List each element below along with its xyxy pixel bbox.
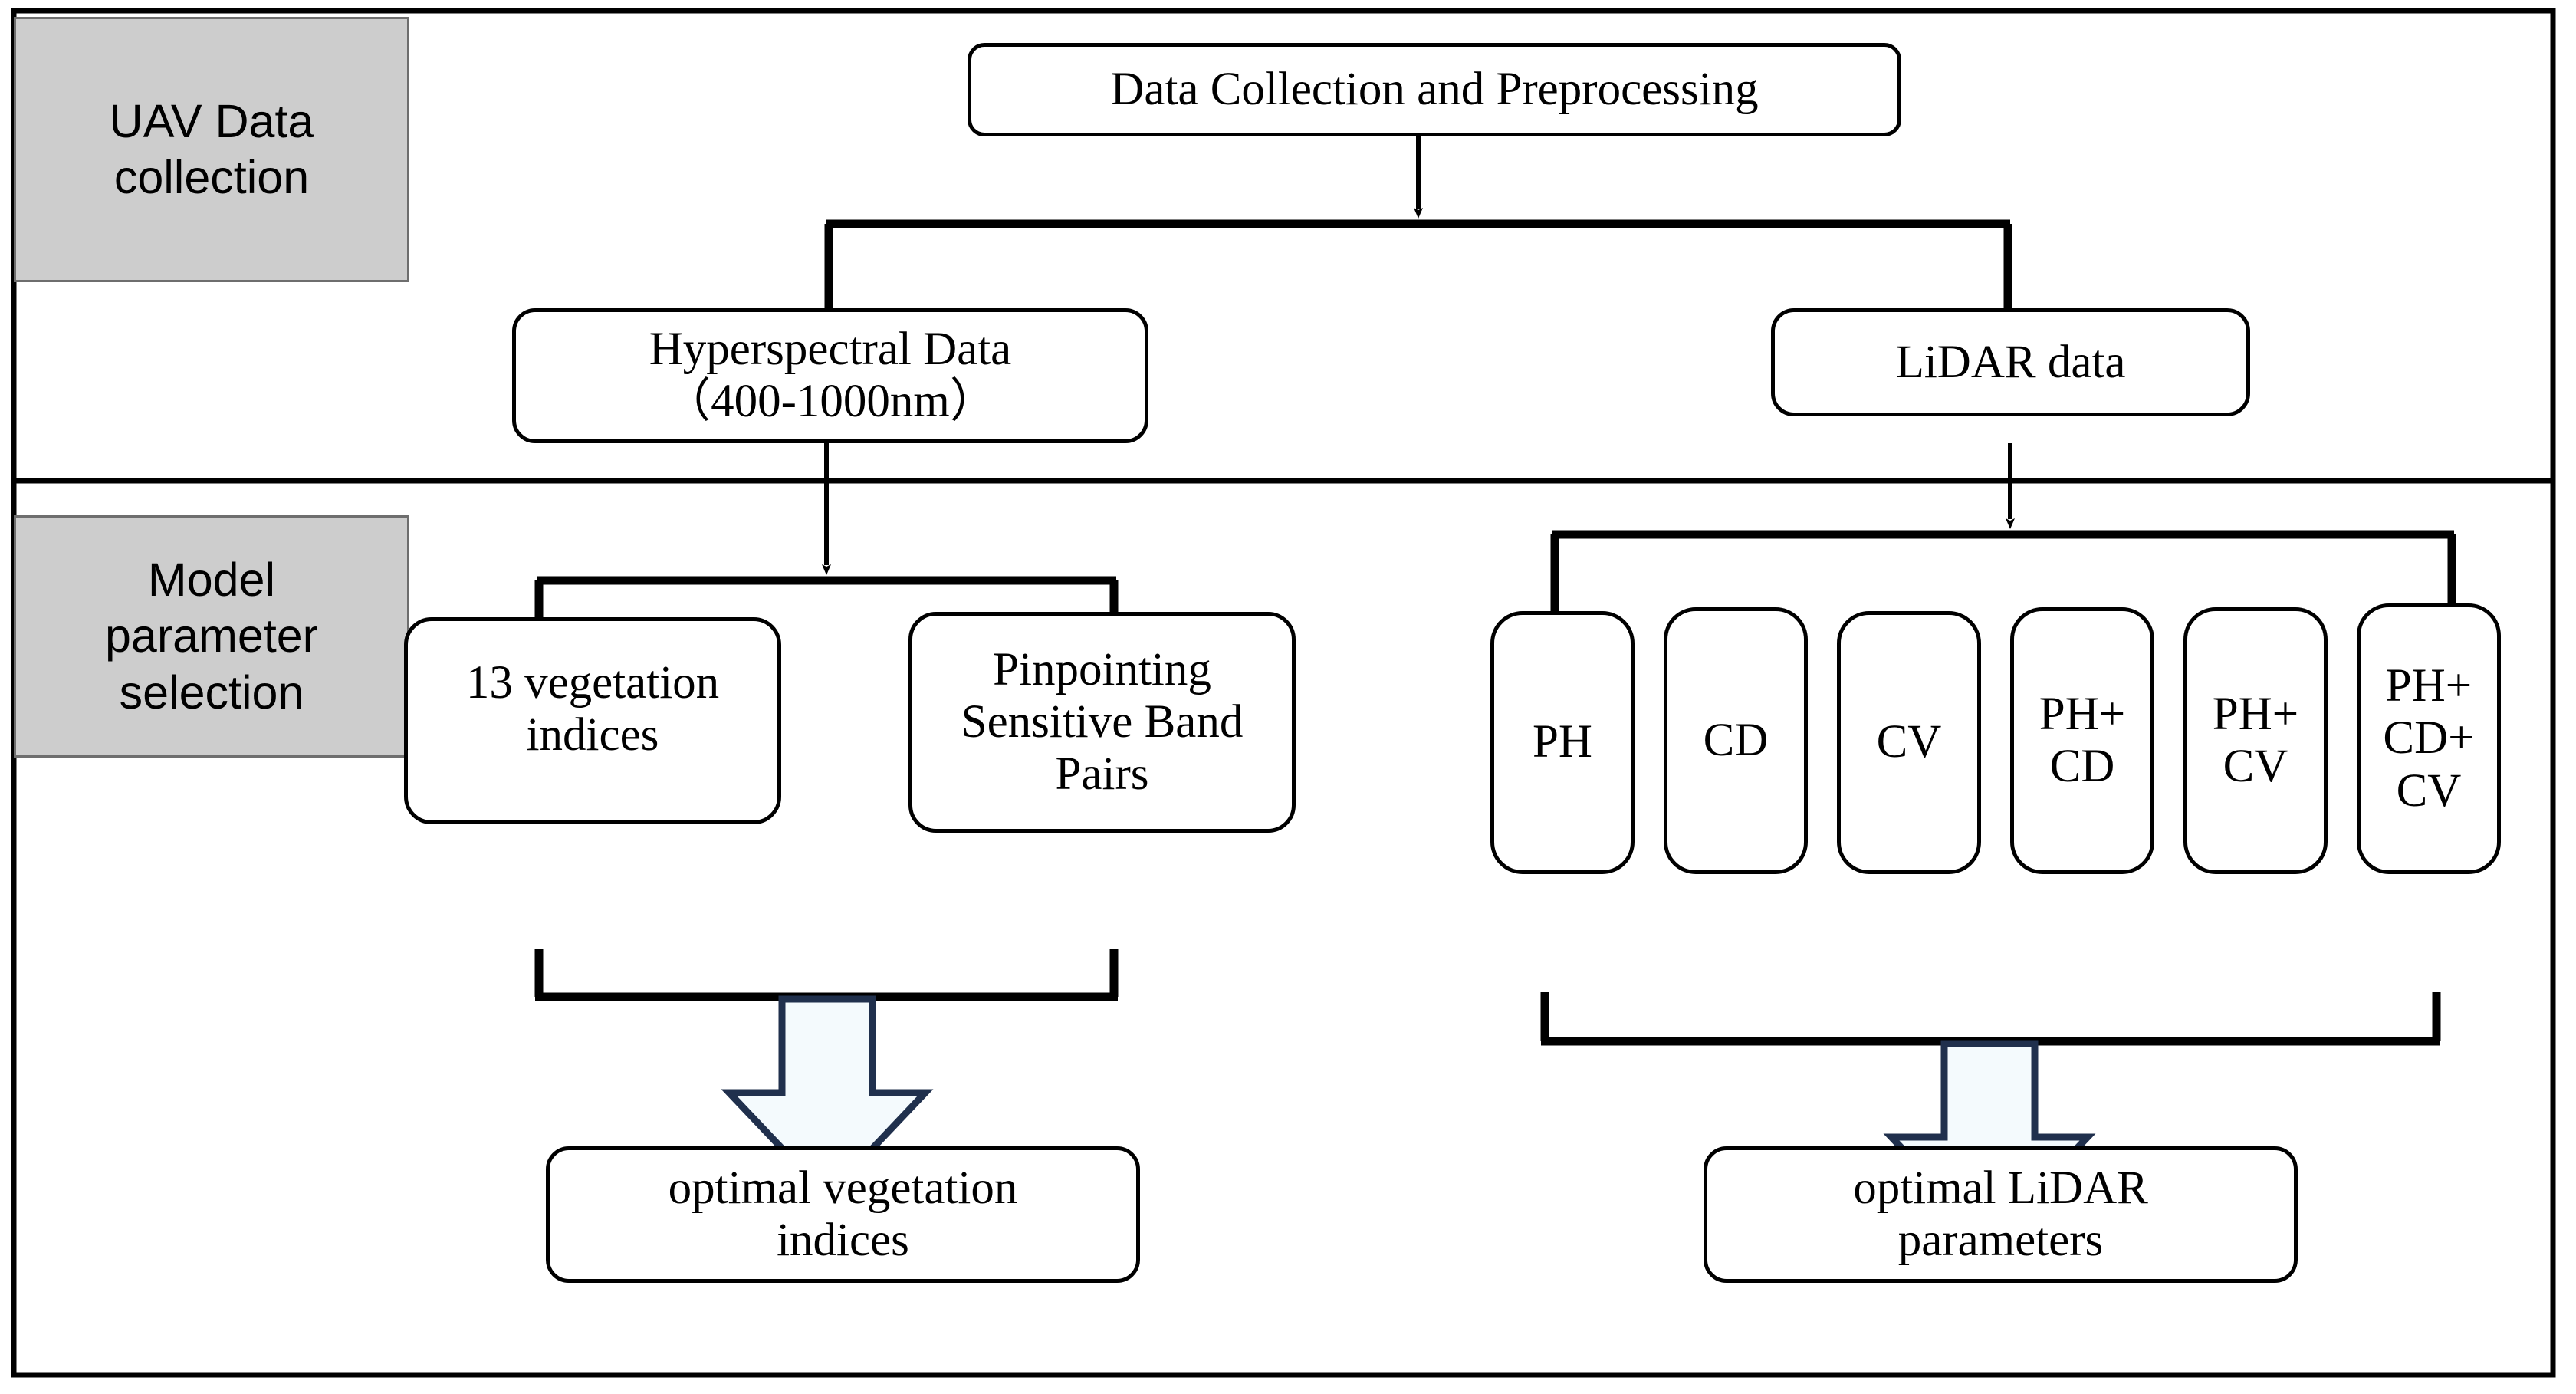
node-lidar-parameter-ph-cv[interactable]: PH+ CV [2183,607,2328,874]
node-vegetation-indices-line1: 13 vegetation [465,656,720,709]
lidar-parameter-cd-line1: CD [1703,714,1769,766]
lidar-parameter-ph-cv-line1: PH+ [2212,688,2299,740]
node-data-collection-label: Data Collection and Preprocessing [1110,64,1759,116]
node-optimal-vegetation-indices[interactable]: optimal vegetation indices [546,1146,1140,1283]
connector-lidar-merge [1540,992,2441,1046]
lidar-parameter-ph-cd-line2: CD [2049,741,2115,792]
connector-vegetation-merge [534,949,1119,1001]
node-band-pairs-line3: Pairs [1055,748,1149,801]
lidar-parameter-ph-line1: PH [1533,716,1592,768]
connector-lidar-to-fork [1550,443,2456,611]
node-13-vegetation-indices[interactable]: 13 vegetation indices [404,617,781,824]
lidar-parameter-ph-cd-cv-line1: PH+ [2385,660,2472,712]
node-lidar-parameter-ph[interactable]: PH [1490,611,1635,874]
node-hyperspectral-line2: （400-1000nm） [664,376,997,427]
connector-collection-to-split [824,136,2013,308]
node-band-pairs-line1: Pinpointing [993,643,1211,695]
node-optimal-lidar-line1: optimal LiDAR [1853,1162,2148,1214]
stage-label-model-parameter-selection: Model parameter selection [14,515,409,758]
node-hyperspectral-data[interactable]: Hyperspectral Data （400-1000nm） [512,308,1148,443]
node-data-collection-and-preprocessing[interactable]: Data Collection and Preprocessing [968,43,1901,136]
node-optimal-lidar-line2: parameters [1898,1215,2104,1266]
stage-label-uav-text: UAV Data collection [109,94,314,203]
stage-label-uav-data-collection: UAV Data collection [14,17,409,282]
node-band-pairs-line2: Sensitive Band [961,695,1244,748]
lidar-parameter-ph-cd-line1: PH+ [2039,688,2126,740]
node-pinpointing-sensitive-band-pairs[interactable]: Pinpointing Sensitive Band Pairs [909,612,1296,833]
node-optimal-vegetation-line1: optimal vegetation [668,1162,1018,1214]
node-vegetation-indices-line2: indices [526,709,659,761]
lidar-parameter-ph-cd-cv-line2: CD+ [2383,712,2475,764]
node-lidar-parameter-ph-cd[interactable]: PH+ CD [2010,607,2154,874]
node-lidar-parameter-ph-cd-cv[interactable]: PH+ CD+ CV [2357,603,2501,874]
node-lidar-parameter-cd[interactable]: CD [1664,607,1808,874]
lidar-parameter-ph-cd-cv-line3: CV [2396,764,2462,817]
node-lidar-parameter-cv[interactable]: CV [1837,611,1981,874]
node-optimal-lidar-parameters[interactable]: optimal LiDAR parameters [1704,1146,2298,1283]
lidar-parameter-ph-cv-line2: CV [2223,741,2288,792]
stage-label-model-text: Model parameter selection [104,554,318,718]
node-optimal-vegetation-line2: indices [777,1215,909,1266]
node-lidar-data[interactable]: LiDAR data [1771,308,2250,416]
node-lidar-data-label: LiDAR data [1895,336,2126,388]
node-hyperspectral-line1: Hyperspectral Data [649,323,1012,375]
lidar-parameter-cv-line1: CV [1876,716,1942,768]
